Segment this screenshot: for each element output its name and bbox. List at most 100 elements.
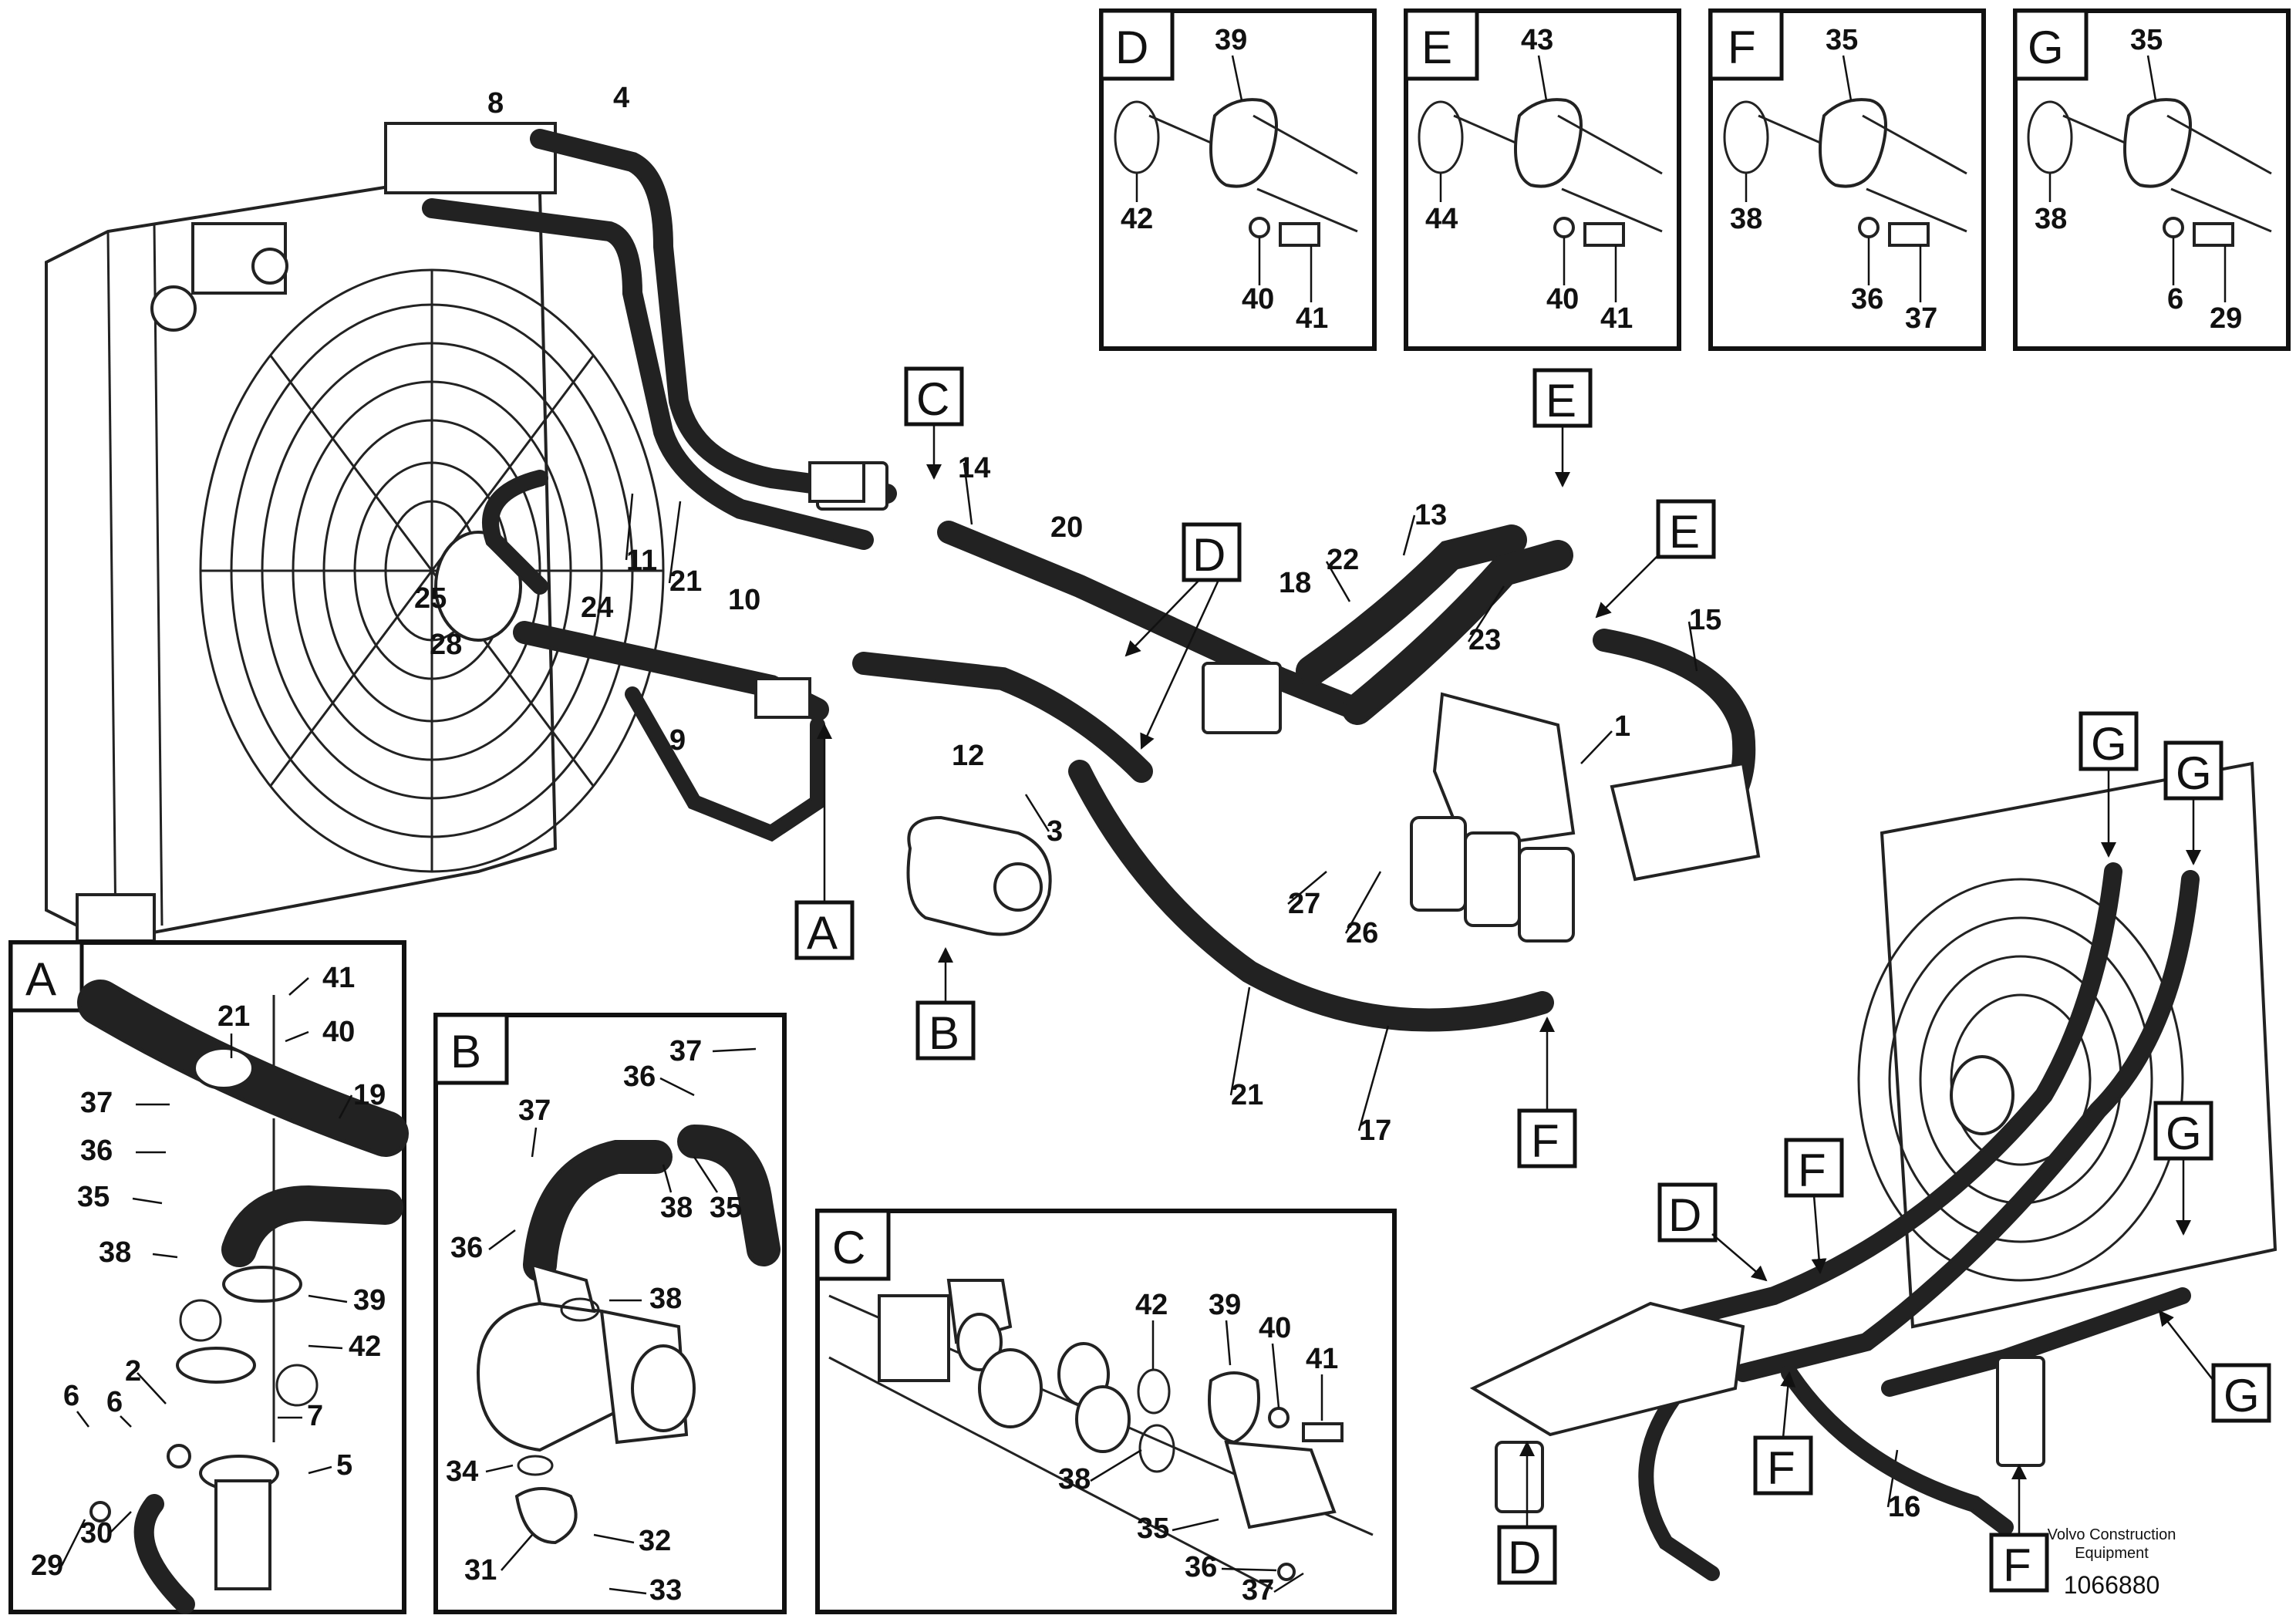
detail-D-40: 40	[1242, 283, 1274, 315]
detail-E-43: 43	[1521, 24, 1553, 56]
callout-14: 14	[958, 452, 990, 484]
detail-G: G 35 38 6 29	[2013, 8, 2291, 351]
detail-E-41: 41	[1600, 302, 1633, 335]
detail-G-29: 29	[2210, 302, 2242, 335]
detail-F-36: 36	[1851, 283, 1883, 315]
detail-B-31: 31	[464, 1554, 497, 1587]
callout-25: 25	[414, 582, 447, 615]
detail-A-6b: 6	[106, 1386, 123, 1418]
detail-A-30: 30	[80, 1517, 113, 1549]
callout-12: 12	[952, 740, 984, 772]
detail-F-38: 38	[1730, 203, 1762, 235]
detail-C-36: 36	[1185, 1551, 1217, 1583]
detail-A-21: 21	[217, 1000, 250, 1033]
detail-A-35: 35	[77, 1181, 110, 1213]
callout-11: 11	[626, 545, 657, 577]
callout-16: 16	[1888, 1491, 1920, 1523]
document-number: 1066880	[2064, 1571, 2160, 1599]
detail-C-40: 40	[1259, 1312, 1291, 1344]
detail-C-42: 42	[1135, 1289, 1168, 1321]
detail-E-title: E	[1421, 22, 1452, 73]
detail-B-38a: 38	[660, 1192, 693, 1224]
detail-A-19: 19	[353, 1079, 386, 1111]
detail-A-40: 40	[322, 1016, 355, 1048]
view-label-D-3: D	[1508, 1532, 1541, 1583]
callout-28: 28	[430, 629, 462, 661]
detail-B-37b: 37	[518, 1094, 551, 1127]
detail-C-35: 35	[1137, 1512, 1169, 1545]
callout-15: 15	[1689, 604, 1721, 636]
detail-G-35: 35	[2130, 24, 2163, 56]
detail-B-37a: 37	[669, 1035, 702, 1067]
callout-21-lower: 21	[1231, 1079, 1263, 1111]
detail-D-41: 41	[1296, 302, 1328, 335]
detail-A-2: 2	[125, 1355, 141, 1388]
detail-B-32: 32	[639, 1525, 671, 1557]
detail-B-38b: 38	[649, 1283, 682, 1315]
view-label-F-3: F	[1767, 1442, 1795, 1494]
detail-F-35: 35	[1826, 24, 1858, 56]
callout-1: 1	[1614, 710, 1630, 743]
detail-B: B 37 36 37 36 38 35 38 34 31 32 33	[433, 1013, 787, 1614]
callout-17: 17	[1359, 1114, 1391, 1147]
callout-23: 23	[1468, 624, 1501, 656]
detail-G-title: G	[2028, 22, 2064, 73]
callout-4: 4	[613, 82, 629, 114]
view-label-G-2: G	[2176, 747, 2212, 799]
view-label-B-main: B	[929, 1007, 959, 1059]
view-label-C: C	[916, 373, 949, 425]
callout-9: 9	[669, 724, 686, 757]
view-label-F-4: F	[2003, 1539, 2031, 1591]
brand-line-2: Equipment	[2075, 1545, 2149, 1562]
main-callouts: 1 3 4 8 9 10 11 12 13 14 15 16 17 18 20 …	[414, 82, 1920, 1523]
components	[754, 461, 1761, 943]
detail-D: D 39 42 40 41	[1099, 8, 1377, 351]
view-label-E-right: E	[1669, 506, 1700, 558]
callout-24: 24	[581, 592, 613, 624]
callout-8: 8	[487, 87, 504, 120]
callout-26: 26	[1346, 917, 1378, 949]
detail-E-40: 40	[1546, 283, 1579, 315]
detail-C-37: 37	[1242, 1574, 1274, 1607]
view-label-F-2: F	[1798, 1145, 1826, 1196]
cooler-block	[45, 122, 558, 943]
detail-F-37: 37	[1905, 302, 1937, 335]
detail-A-38: 38	[99, 1236, 131, 1269]
detail-E: E 43 44 40 41	[1404, 8, 1681, 351]
detail-A-41: 41	[322, 962, 355, 994]
detail-A-29: 29	[31, 1549, 63, 1582]
detail-C-39: 39	[1209, 1289, 1241, 1321]
brand-line-1: Volvo Construction	[2048, 1526, 2176, 1543]
main-view-labels: C D E E A B F	[794, 366, 1716, 1168]
detail-A-6a: 6	[63, 1380, 79, 1412]
detail-A-37: 37	[80, 1087, 113, 1119]
view-label-D-main: D	[1192, 529, 1226, 581]
detail-A-42: 42	[349, 1330, 381, 1363]
detail-B-33: 33	[649, 1574, 682, 1607]
detail-G-6: 6	[2167, 283, 2183, 315]
hoses	[422, 129, 1756, 1032]
detail-D-42: 42	[1121, 203, 1153, 235]
detail-B-36b: 36	[450, 1232, 483, 1264]
detail-A-5: 5	[336, 1449, 352, 1482]
detail-A-title: A	[25, 953, 56, 1005]
detail-C: C 42 39 40 41 38 35 36 37	[815, 1209, 1397, 1614]
detail-B-34: 34	[446, 1455, 478, 1488]
view-label-F-main: F	[1531, 1115, 1559, 1167]
detail-D-title: D	[1115, 22, 1148, 73]
fan-guard	[199, 268, 665, 873]
view-label-G-1: G	[2091, 718, 2127, 770]
view-label-A-main: A	[807, 907, 838, 959]
detail-A-7: 7	[307, 1400, 323, 1432]
detail-A-39: 39	[353, 1284, 386, 1317]
detail-F-title: F	[1728, 22, 1756, 73]
detail-F: F 35 38 36 37	[1708, 8, 1986, 351]
detail-B-36a: 36	[623, 1061, 656, 1093]
detail-C-title: C	[832, 1222, 865, 1273]
detail-E-44: 44	[1425, 203, 1458, 235]
callout-16-secondary: 16	[1888, 1491, 1920, 1523]
callout-13: 13	[1414, 499, 1447, 531]
detail-B-title: B	[450, 1026, 481, 1077]
detail-A: A 41 40 21 19 37 36 35 38 39 42 2 6 6 7 …	[8, 940, 409, 1614]
